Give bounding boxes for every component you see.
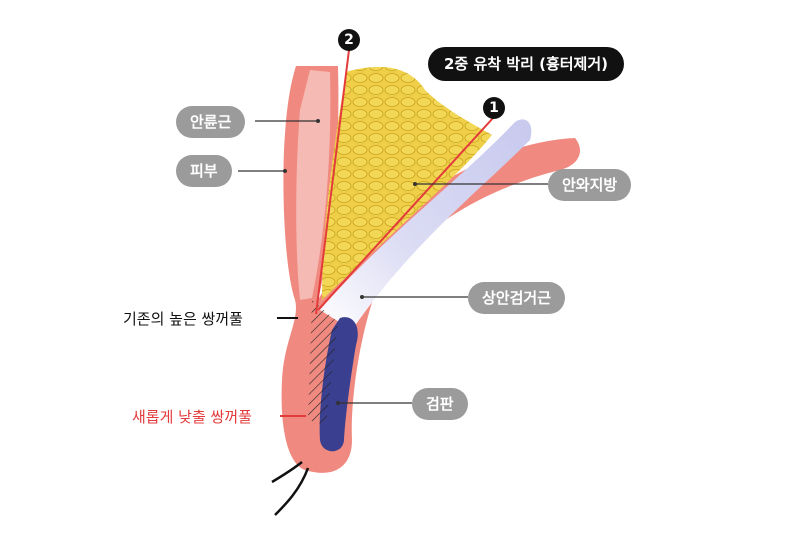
eyelash-1	[274, 467, 310, 516]
label-levator: 상안검거근	[468, 282, 566, 314]
label-skin: 피부	[176, 155, 232, 187]
label-new-fold: 새롭게 낮출 쌍꺼풀	[132, 408, 252, 426]
title-badge: 2중 유착 박리 (흉터제거)	[428, 47, 625, 81]
cut-line-2	[315, 49, 350, 315]
orbital-fat-shape	[322, 66, 492, 300]
label-tarsus: 검판	[412, 388, 468, 420]
label-old-fold: 기존의 높은 쌍꺼풀	[123, 310, 243, 328]
cut-line-1	[317, 117, 494, 311]
eyelash-2	[271, 461, 303, 484]
marker-1: 1	[483, 97, 505, 119]
old-fold-hatch-area	[308, 300, 338, 425]
orbicularis-muscle-shape	[296, 70, 331, 300]
eyelid-skin-shape	[281, 66, 580, 473]
label-orbital-fat: 안와지방	[548, 169, 632, 201]
levator-muscle-shape	[320, 119, 532, 330]
label-orbicularis: 안륜근	[176, 106, 246, 138]
marker-2: 2	[338, 29, 360, 51]
